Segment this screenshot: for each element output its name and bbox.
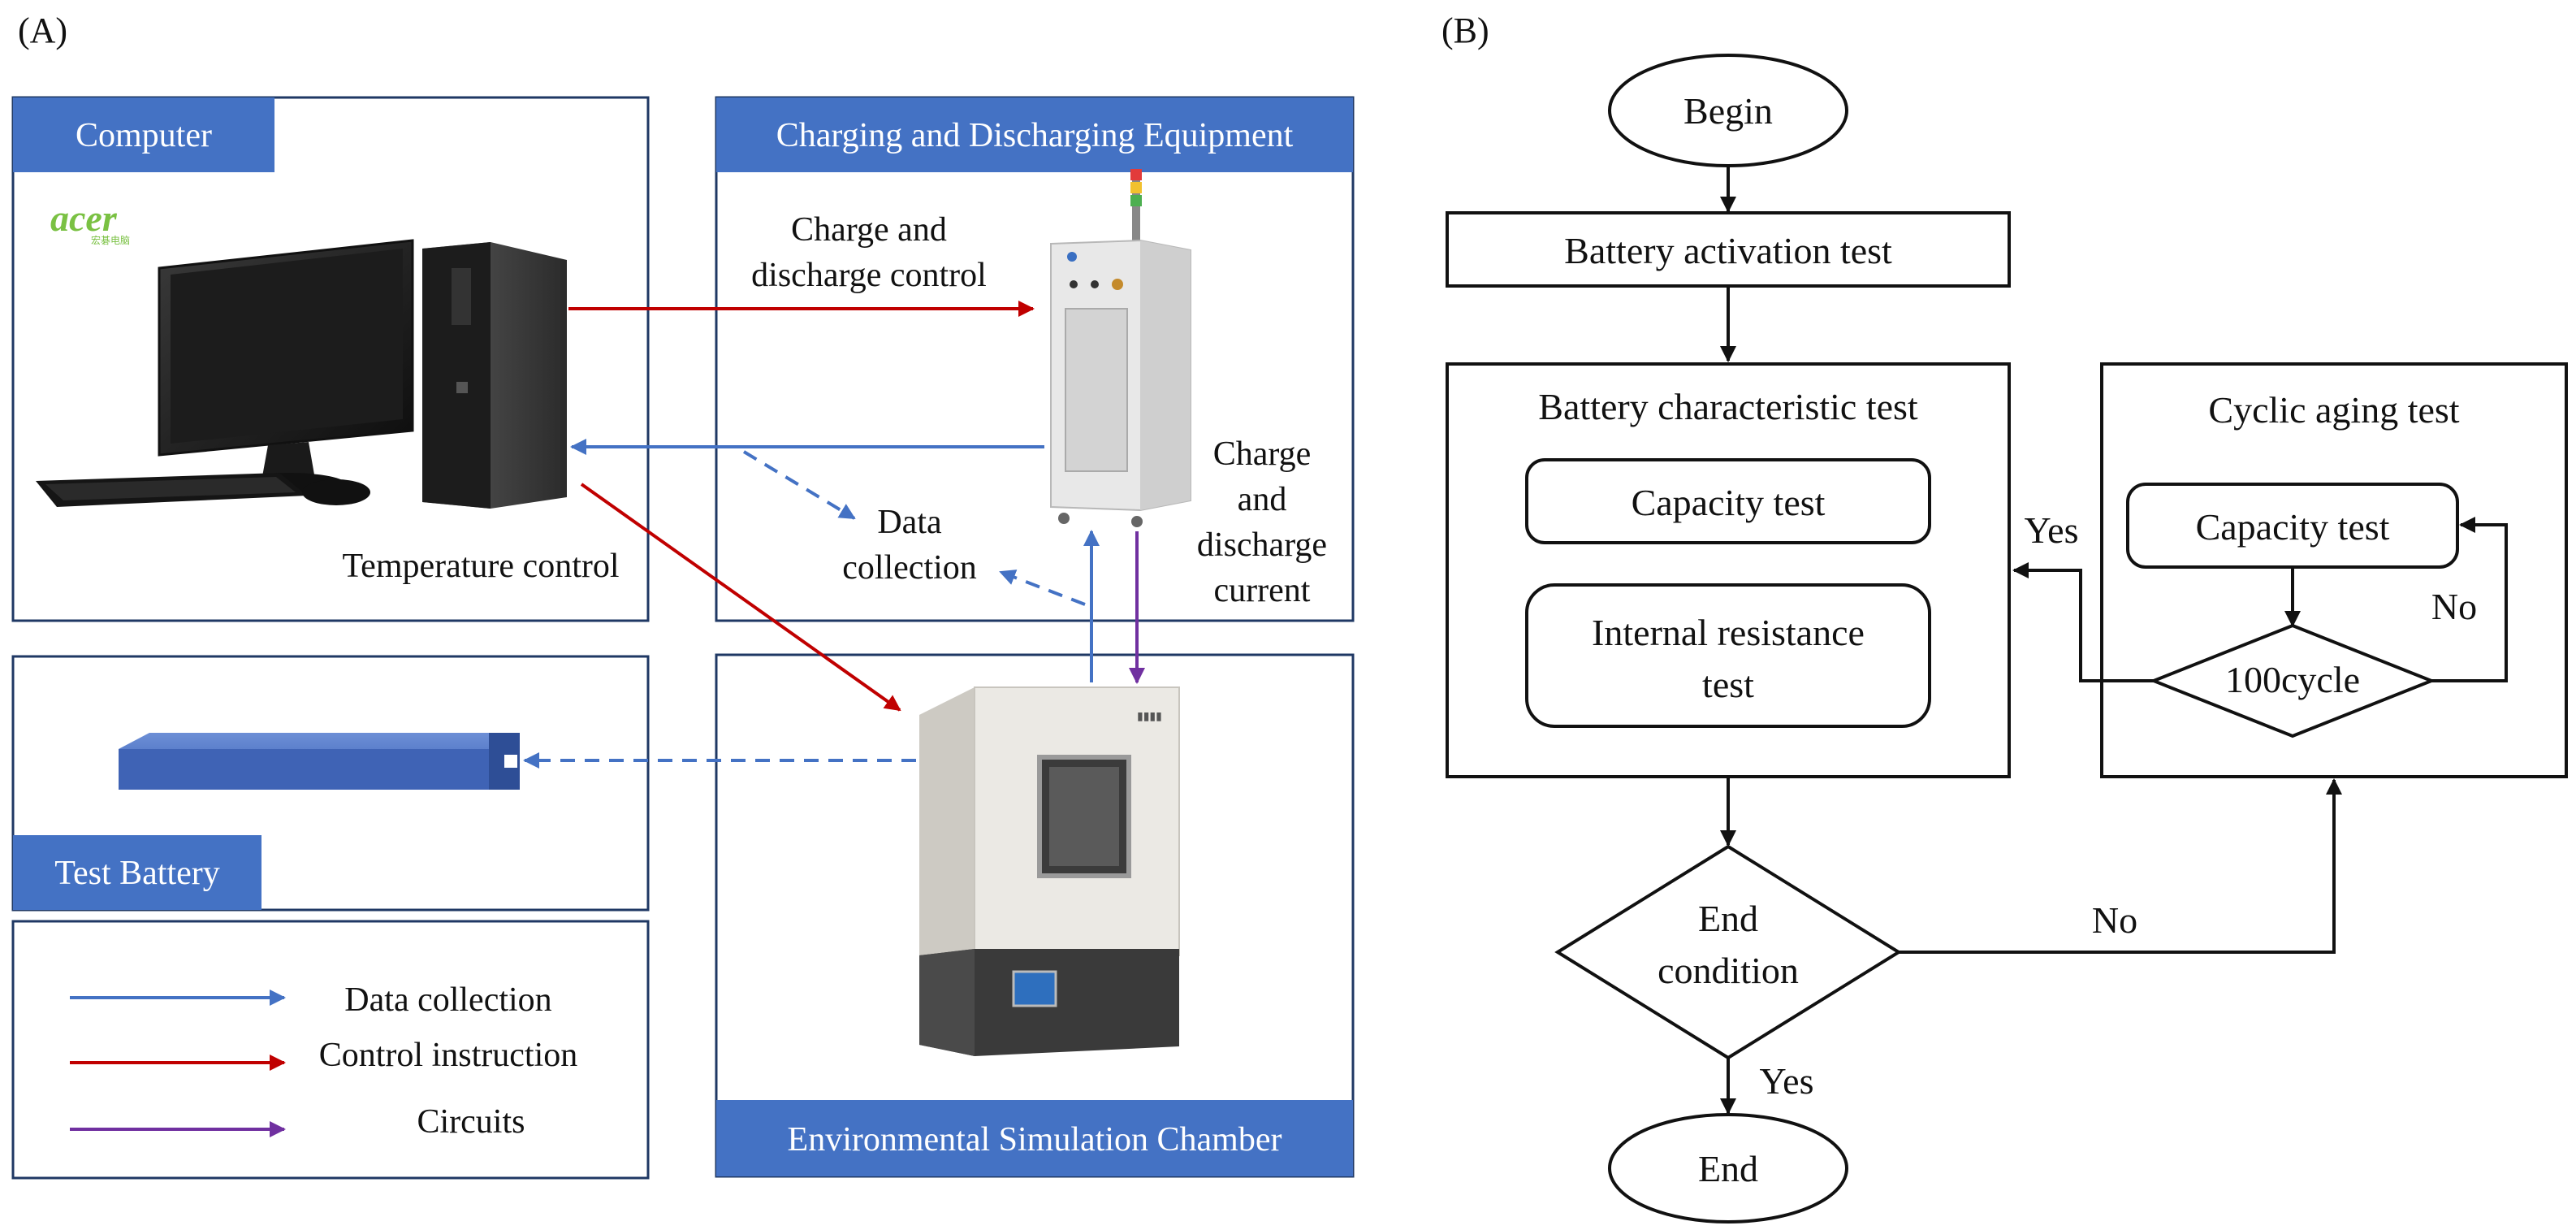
capacity-test-box (1525, 458, 1931, 544)
computer-tower-illustration (422, 242, 567, 509)
legend-box: Data collection Control instruction Circ… (11, 920, 650, 1180)
label-data-collection-line2: collection (842, 549, 977, 587)
arrow-cycle-yes (2012, 562, 2154, 682)
charger-box: Charging and Discharging Equipment (715, 96, 1355, 622)
activation-box (1446, 211, 2011, 288)
cyclic-box (2100, 362, 2568, 778)
battery-illustration (119, 733, 520, 790)
end-condition-label-line1: End (1698, 898, 1758, 939)
chamber-header (716, 1100, 1353, 1176)
cyclic-capacity-label: Capacity test (2196, 506, 2390, 548)
end-label: End (1698, 1148, 1758, 1189)
arrow-temperature-control (580, 483, 901, 712)
computer-box: Computer acer 宏碁电脑 (11, 96, 650, 622)
resistance-label-line2: test (1702, 664, 1754, 705)
chamber-illustration: ▮▮▮▮ (919, 686, 1180, 1056)
acer-logo-subtitle: 宏碁电脑 (91, 234, 130, 246)
label-charge-control-line2: discharge control (751, 257, 987, 294)
label-current-line1: Charge (1213, 435, 1312, 473)
panel-label-b: (B) (1441, 11, 1489, 50)
characteristic-label: Battery characteristic test (1538, 386, 1918, 427)
arrow-data-collection-dashed-2 (999, 570, 1086, 606)
capacity-test-label: Capacity test (1632, 482, 1826, 523)
no-label-cycle: No (2431, 586, 2477, 627)
label-charge-control-line1: Charge and (791, 211, 947, 249)
charger-title: Charging and Discharging Equipment (776, 117, 1294, 154)
battery-title: Test Battery (54, 855, 220, 892)
no-label-end-condition: No (2092, 899, 2137, 941)
chamber-title: Environmental Simulation Chamber (788, 1121, 1282, 1159)
begin-label: Begin (1683, 90, 1773, 132)
battery-box: Test Battery (11, 655, 650, 912)
acer-logo: acer (50, 197, 118, 239)
label-temperature-control: Temperature control (342, 548, 619, 585)
cyclic-label: Cyclic aging test (2208, 389, 2459, 431)
end-node (1608, 1113, 1848, 1224)
arrow-cycle-no-loop (2431, 517, 2508, 682)
legend-label-data-collection: Data collection (344, 981, 551, 1019)
activation-label: Battery activation test (1564, 230, 1892, 271)
legend-label-control-instruction: Control instruction (319, 1037, 578, 1074)
chamber-box: Environmental Simulation Chamber ▮▮▮▮ (715, 653, 1355, 1178)
label-current-line2: and (1238, 481, 1287, 518)
cycle-label: 100cycle (2225, 659, 2360, 700)
keyboard-illustration (36, 473, 370, 507)
arrow-end-condition-no (1899, 778, 2342, 954)
arrow-data-collection-dashed-1 (742, 450, 856, 520)
resistance-label-line1: Internal resistance (1592, 612, 1865, 653)
yes-label-end-condition: Yes (1760, 1060, 1814, 1102)
panel-label-a: (A) (18, 11, 67, 50)
resistance-test-box (1525, 583, 1931, 728)
charger-header (716, 97, 1353, 172)
computer-header (13, 97, 274, 172)
yes-label-cycle: Yes (2025, 509, 2079, 551)
label-current-line3: discharge (1197, 526, 1327, 564)
svg-text:▮▮▮▮: ▮▮▮▮ (1137, 711, 1162, 723)
end-condition-label-line2: condition (1658, 950, 1799, 991)
charger-cabinet-illustration (1050, 169, 1191, 527)
label-data-collection-line1: Data (877, 504, 942, 541)
computer-title: Computer (76, 117, 212, 154)
battery-header (13, 835, 261, 910)
label-current-line4: current (1214, 572, 1311, 609)
legend-label-circuits: Circuits (417, 1103, 525, 1141)
